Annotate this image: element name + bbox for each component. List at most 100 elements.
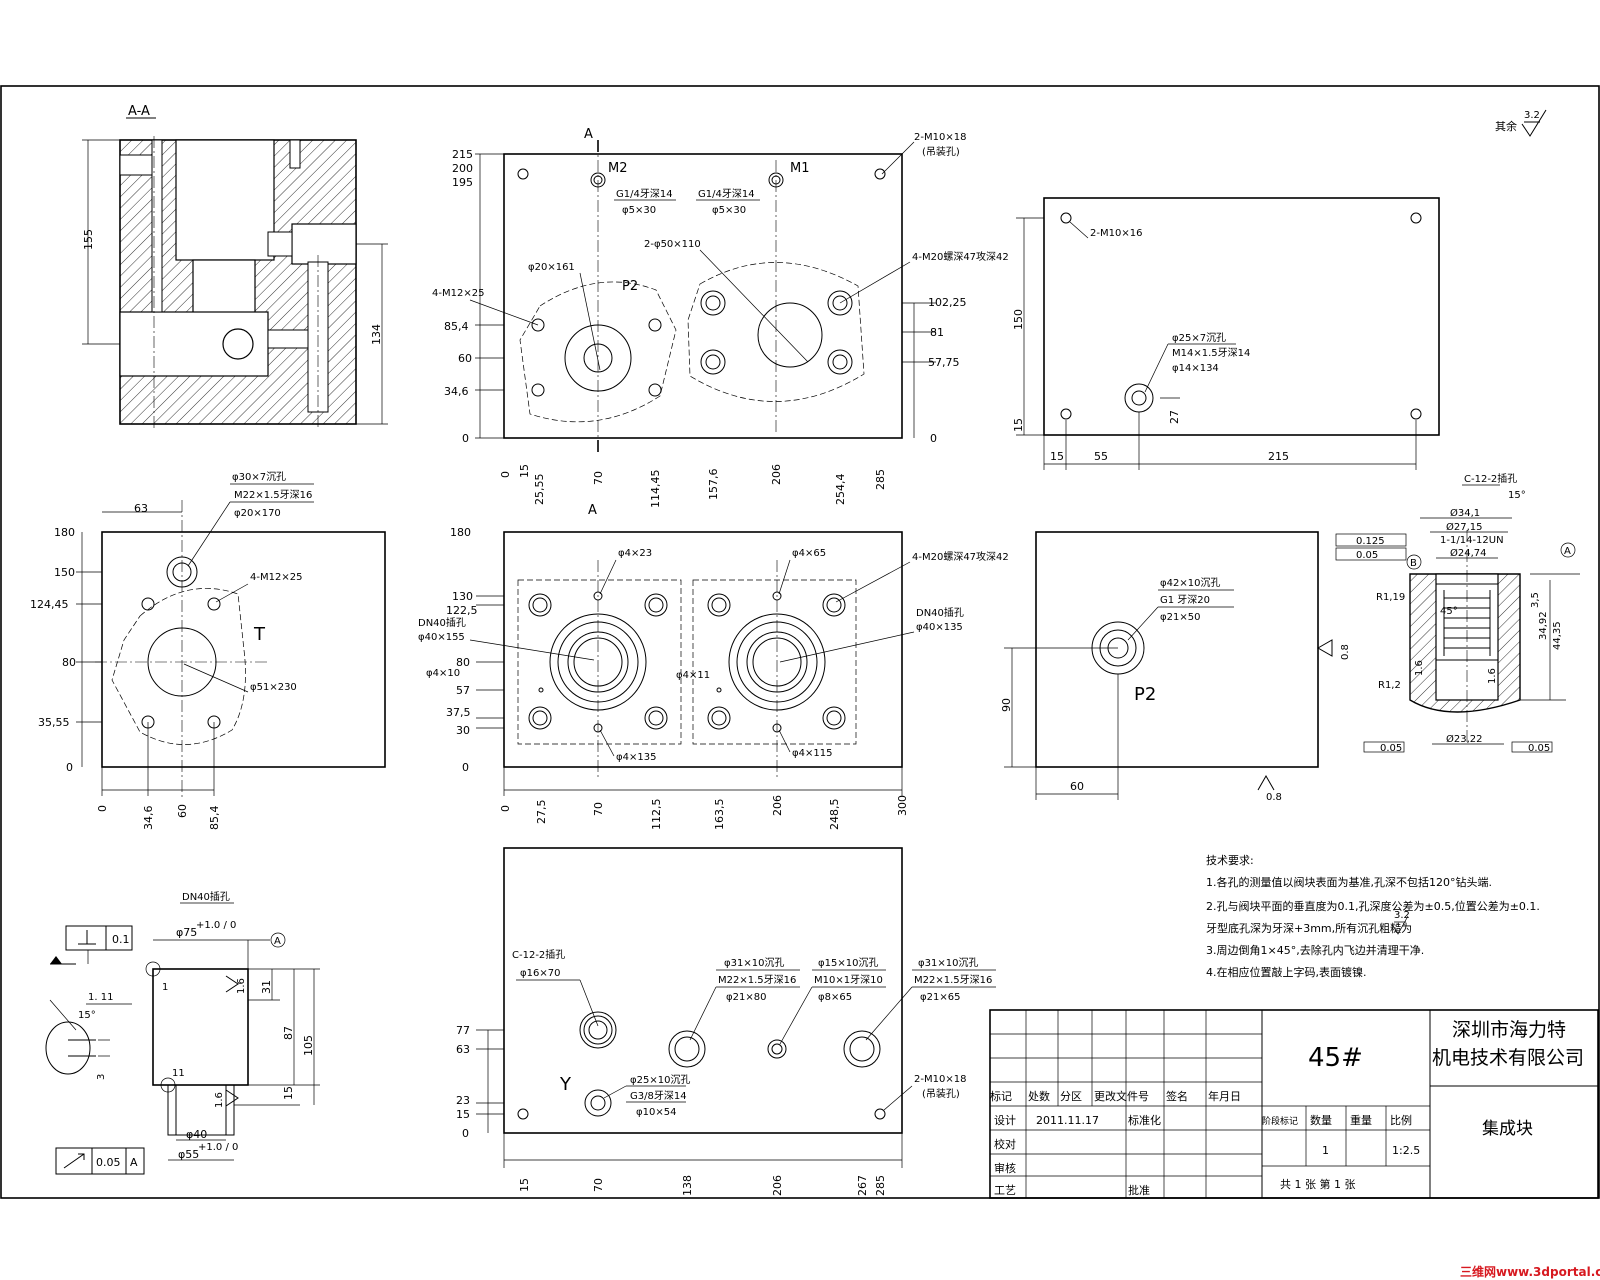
tb-row-0-value: 2011.11.17 (1036, 1114, 1099, 1127)
tr-note-2: M14×1.5牙深14 (1172, 347, 1250, 359)
dn40-runout: 0.05 (96, 1156, 121, 1169)
mid-note-dn40a: DN40插孔 (418, 616, 466, 629)
tr-v150: 150 (1012, 309, 1025, 330)
front-r-57-75: 57,75 (928, 356, 960, 369)
bt-note-c12: C-12-2插孔 (512, 948, 565, 961)
tb-scale: 1:2.5 (1392, 1144, 1420, 1157)
bt-y-23: 23 (456, 1094, 470, 1107)
front-x-206: 206 (770, 464, 783, 485)
cart-rough: 1.6 (1487, 668, 1498, 684)
cart-tol3: 0.05 (1380, 743, 1402, 754)
front-x-70: 70 (592, 471, 605, 485)
lm-y-35: 35,55 (38, 716, 70, 729)
tech-title: 技术要求: (1206, 854, 1254, 867)
cart-v1: 34,92 (1538, 611, 1549, 640)
front-y-215: 215 (452, 148, 473, 161)
dn40-h87: 87 (282, 1026, 295, 1040)
cart-ang: 15° (1508, 490, 1526, 501)
bt-note-g38: G3/8牙深14 (630, 1090, 687, 1102)
tb-qty-hdr: 数量 (1310, 1114, 1332, 1127)
front-y-34-6: 34,6 (444, 385, 469, 398)
general-roughness: 其余 3.2 (1495, 109, 1547, 137)
tech-rough: 3.2 (1394, 910, 1410, 921)
lm-x-60: 60 (176, 804, 189, 818)
tb-stage-hdr: 阶段标记 (1262, 1115, 1298, 1127)
bt-x-70: 70 (592, 1178, 605, 1192)
bt-note-phi31a: φ31×10沉孔 (724, 956, 784, 969)
mid-x-112: 112,5 (650, 799, 663, 831)
dim-134: 134 (370, 324, 383, 345)
left-middle-view: T 63 φ30×7沉孔 M22×1.5牙深16 φ20×170 4-M12×2… (30, 470, 386, 830)
front-x-254-4: 254,4 (834, 474, 847, 506)
cart-d4: Ø24,74 (1450, 547, 1487, 559)
bt-note-m22a: M22×1.5牙深16 (718, 974, 796, 986)
lm-y-124: 124,45 (30, 598, 69, 611)
tr-note-3: φ14×134 (1172, 363, 1219, 374)
front-r-102-25: 102,25 (928, 296, 967, 309)
dn40-d75: φ75 (176, 926, 197, 939)
p2-dim-60: 60 (1070, 780, 1084, 793)
tr-note-1: φ25×7沉孔 (1172, 331, 1226, 344)
tb-hdr-1: 处数 (1028, 1090, 1050, 1103)
front-x-114-45: 114,45 (649, 470, 662, 509)
mid-x-248: 248,5 (828, 799, 841, 831)
bt-note-m10b-sub: (吊装孔) (922, 1087, 960, 1100)
cart-rough2: 1.6 (1414, 660, 1425, 676)
bt-note-phi31b: φ31×10沉孔 (918, 956, 978, 969)
dn40-r1: 1 (162, 982, 168, 993)
dn40-h31: 31 (260, 980, 273, 994)
tb-row-0-extra: 标准化 (1128, 1113, 1161, 1127)
mid-y-0: 0 (462, 761, 469, 774)
cart-r1: R1,19 (1376, 592, 1405, 603)
dn40-label11: 1. 11 (88, 992, 113, 1003)
mid-note-phi4-23: φ4×23 (618, 548, 652, 559)
mid-note-phi4-65: φ4×65 (792, 548, 826, 559)
front-x-0: 0 (499, 471, 512, 478)
dn40-rough2: 1.6 (214, 1092, 225, 1108)
dn40-d40: φ40 (186, 1128, 207, 1141)
cart-ref-a: A (1564, 546, 1571, 557)
bt-note-phi10: φ10×54 (636, 1107, 676, 1118)
section-title: A-A (128, 104, 150, 119)
front-r-0: 0 (930, 432, 937, 445)
front-y-200: 200 (452, 162, 473, 175)
tb-material: 45# (1308, 1043, 1363, 1073)
dn40-runout-datum: A (130, 1156, 138, 1169)
cart-d5: Ø23,22 (1446, 733, 1483, 745)
bt-note-phi15: φ15×10沉孔 (818, 956, 878, 969)
p2-view-label: P2 (1134, 684, 1156, 705)
dn40-perp-val: 0.1 (112, 933, 130, 946)
mid-y-80: 80 (456, 656, 470, 669)
lm-dim-63: 63 (134, 502, 148, 515)
cut-marker-bottom: A (588, 503, 597, 518)
bt-x-138: 138 (681, 1175, 694, 1196)
p2-note-1: φ42×10沉孔 (1160, 576, 1220, 589)
roughness-prefix: 其余 (1495, 119, 1517, 133)
mid-x-70: 70 (592, 802, 605, 816)
dn40-h105: 105 (302, 1035, 315, 1056)
port-m2-label: M2 (608, 161, 628, 176)
watermark: 三维网www.3dportal.cn (1460, 1264, 1600, 1279)
bt-note-phi25: φ25×10沉孔 (630, 1073, 690, 1086)
front-y-195: 195 (452, 176, 473, 189)
dn40-d75-tol: +1.0 / 0 (196, 920, 236, 931)
note-g14-m2-sub: φ5×30 (622, 205, 656, 216)
bt-note-m10: M10×1牙深10 (814, 974, 883, 986)
mid-note-phi4-10: φ4×10 (426, 668, 460, 679)
note-g14-m2: G1/4牙深14 (616, 188, 673, 200)
p2-dim-90: 90 (1000, 698, 1013, 712)
tb-company-2: 机电技术有限公司 (1432, 1047, 1584, 1069)
tr-h215: 215 (1268, 450, 1289, 463)
p2-rough-b: 0.8 (1266, 792, 1282, 803)
tr-v15: 15 (1012, 418, 1025, 432)
tb-sheets: 共 1 张 第 1 张 (1280, 1177, 1355, 1191)
tech-line-1: 1.各孔的测量值以阀块表面为基准,孔深不包括120°钻头端. (1206, 875, 1492, 889)
front-x-15: 15 (518, 464, 531, 478)
note-m10-lift-sub: (吊装孔) (922, 145, 960, 158)
tech-line-4: 3.周边倒角1×45°,去除孔内飞边并清理干净. (1206, 943, 1424, 957)
middle-view: φ4×23 φ4×65 4-M20螺深47攻深42 DN40插孔 φ40×155… (418, 526, 1009, 830)
bt-note-phi21b: φ21×65 (920, 992, 960, 1003)
dn40-h15: 15 (282, 1086, 295, 1100)
bt-y-77: 77 (456, 1024, 470, 1037)
tb-hdr-2: 分区 (1060, 1090, 1082, 1103)
